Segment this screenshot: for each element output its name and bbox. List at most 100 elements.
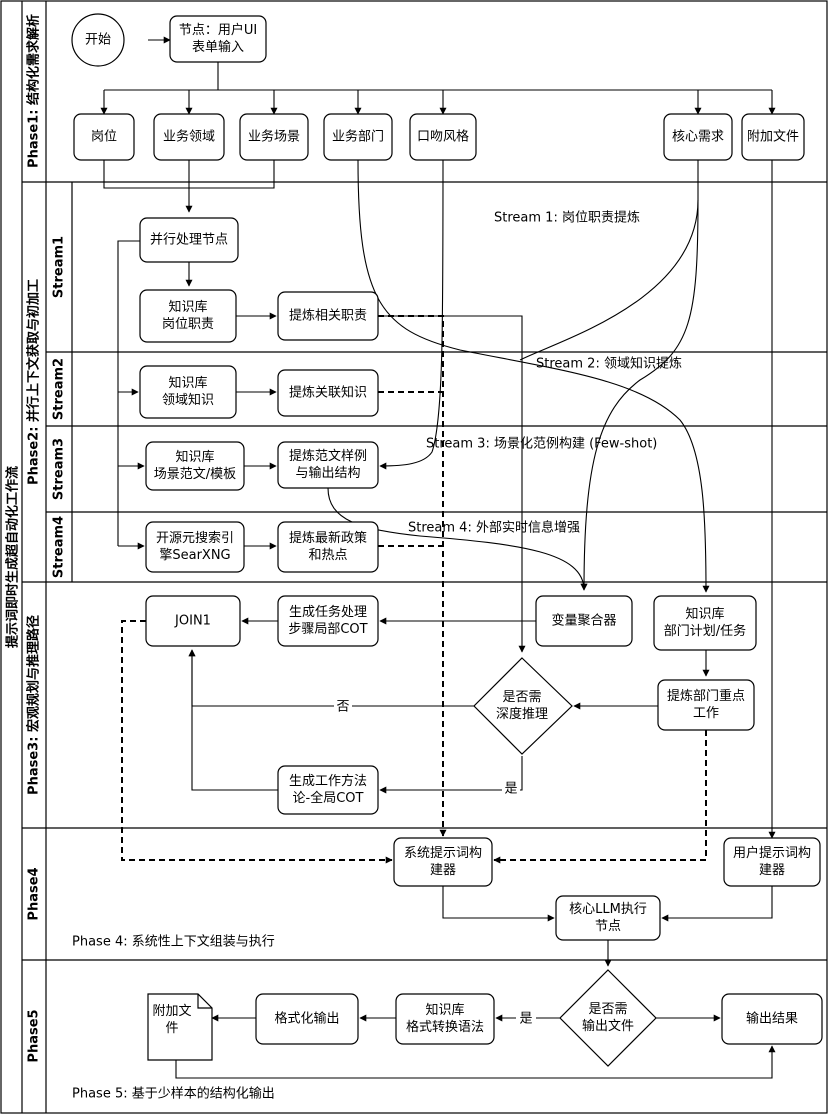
biz-domain-label: 业务领域 xyxy=(163,129,215,145)
user-prompt-label: 用户提示词构 xyxy=(733,845,811,861)
start-label: 开始 xyxy=(85,33,111,48)
attach-node xyxy=(741,113,805,161)
aggregator-node xyxy=(535,595,633,647)
biz-dept-node xyxy=(323,113,393,161)
refine-dept-label: 工作 xyxy=(693,706,719,721)
local-cot-label: 步骤局部COT xyxy=(288,622,367,637)
edge-core-to-tone-side xyxy=(519,199,699,361)
edge-label-yes-file: 是 xyxy=(519,1012,532,1027)
stream4-title: Stream4 xyxy=(52,516,67,578)
refine-policy-node xyxy=(277,521,379,573)
refine-duty-node xyxy=(277,291,379,341)
stream1-note: Stream 1: 岗位职责提炼 xyxy=(494,210,640,226)
kb-domain-node xyxy=(139,365,237,419)
refine-dept-node xyxy=(657,679,755,731)
sys-prompt-label: 系统提示词构 xyxy=(404,845,482,861)
refine-dept-label: 提炼部门重点 xyxy=(667,688,745,704)
dashed-duty-sys xyxy=(378,315,447,837)
biz-domain-node xyxy=(153,113,225,161)
deep-reason-node xyxy=(473,657,573,755)
phase5-title: Phase5 xyxy=(27,1009,42,1062)
sys-prompt-node xyxy=(393,837,493,887)
edge-label-no: 否 xyxy=(336,700,349,715)
phase3-title: Phase3: 宏观规划与推理路径 xyxy=(26,615,42,795)
result-label: 输出结果 xyxy=(746,1011,798,1027)
deep-reason-label: 深度推理 xyxy=(496,706,548,722)
refine-know-label: 提炼关联知识 xyxy=(289,385,367,401)
searxng-label: 开源元搜索引 xyxy=(156,531,234,546)
dashed-join-sys xyxy=(121,620,393,864)
ui-form-label: 表单输入 xyxy=(192,39,244,55)
edge-sys-llm xyxy=(442,886,555,922)
edges xyxy=(100,36,776,1079)
user-prompt-label: 建器 xyxy=(759,863,785,878)
parallel-node xyxy=(139,217,239,263)
refine-sample-label: 与输出结构 xyxy=(295,465,360,481)
need-file-node xyxy=(559,969,657,1067)
core-llm-label: 核心LLM执行 xyxy=(569,902,647,917)
local-cot-label: 生成任务处理 xyxy=(289,604,367,620)
need-file-label: 输出文件 xyxy=(582,1018,634,1034)
post-node xyxy=(73,113,135,161)
sys-prompt-label: 建器 xyxy=(430,863,456,878)
dashed-refdept-sys xyxy=(493,730,707,864)
tone-label: 口吻风格 xyxy=(417,129,469,145)
stream2-title: Stream2 xyxy=(52,358,67,420)
biz-scene-node xyxy=(239,113,309,161)
edge-sample-aggregator xyxy=(327,487,588,591)
phase4-title: Phase4 xyxy=(27,867,42,920)
stream2-note: Stream 2: 领域知识提炼 xyxy=(536,356,682,372)
core-need-label: 核心需求 xyxy=(672,130,724,145)
aggregator-label: 变量聚合器 xyxy=(551,613,616,629)
biz-scene-label: 业务场景 xyxy=(248,129,300,145)
core-need-node xyxy=(663,113,733,161)
stream1-title: Stream1 xyxy=(52,236,67,298)
kb-post-label: 岗位职责 xyxy=(162,317,214,332)
global-cot-label: 生成工作方法 xyxy=(289,773,367,789)
kb-format-node xyxy=(395,993,495,1045)
phase1-title: Phase1: 结构化需求解析 xyxy=(26,14,42,168)
edge-parallel-trunk xyxy=(117,240,140,546)
post-label: 岗位 xyxy=(91,130,117,145)
attach-file-label: 附加文 xyxy=(152,1004,191,1019)
local-cot-node xyxy=(277,595,379,647)
global-cot-label: 论-全局COT xyxy=(293,790,364,806)
refine-know-node xyxy=(277,369,379,417)
kb-domain-label: 领域知识 xyxy=(162,392,214,408)
attach-file-fold xyxy=(197,994,212,1009)
phase5-note: Phase 5: 基于少样本的结构化输出 xyxy=(72,1086,275,1102)
kb-format-label: 知识库 xyxy=(425,1002,464,1018)
edge-diamond-no xyxy=(188,649,474,707)
refine-sample-node xyxy=(277,441,379,489)
need-file-label: 是否需 xyxy=(588,1002,627,1017)
start-node xyxy=(71,13,125,67)
kb-scene-node xyxy=(145,441,245,491)
edge-label-yes-cot: 是 xyxy=(504,782,517,797)
edge-diamond-yes xyxy=(379,756,523,794)
edge-user-llm xyxy=(661,886,773,922)
stream3-note: Stream 3: 场景化范例构建 (Few-shot) xyxy=(426,437,657,452)
core-llm-node xyxy=(555,895,661,941)
edge-globalcot-join xyxy=(188,649,278,791)
yes-file-label-bg xyxy=(516,1010,536,1028)
user-prompt-node xyxy=(723,837,821,887)
ui-form-label: 节点：用户UI xyxy=(179,22,257,38)
kb-dept-label: 部门计划/任务 xyxy=(664,623,746,639)
join1-node xyxy=(145,595,241,647)
join1-label: JOIN1 xyxy=(174,614,211,629)
kb-format-label: 格式转换语法 xyxy=(406,1019,484,1035)
stream4-note: Stream 4: 外部实时信息增强 xyxy=(408,520,580,536)
stream3-title: Stream3 xyxy=(52,438,67,500)
edge-core-aggregator xyxy=(580,199,699,591)
phase4-note: Phase 4: 系统性上下文组装与执行 xyxy=(72,935,275,950)
refine-sample-label: 提炼范文样例 xyxy=(289,448,367,464)
node-labels: 开始节点：用户UI表单输入岗位业务领域业务场景业务部门口吻风格核心需求附加文件并… xyxy=(85,22,811,1036)
core-llm-label: 节点 xyxy=(595,919,621,934)
deep-reason-label: 是否需 xyxy=(502,690,541,705)
kb-dept-label: 知识库 xyxy=(685,606,724,622)
kb-domain-label: 知识库 xyxy=(168,375,207,391)
refine-duty-label: 提炼相关职责 xyxy=(289,308,367,324)
kb-scene-label: 场景范文/模板 xyxy=(154,467,236,482)
edge-tone-sample xyxy=(379,159,444,470)
